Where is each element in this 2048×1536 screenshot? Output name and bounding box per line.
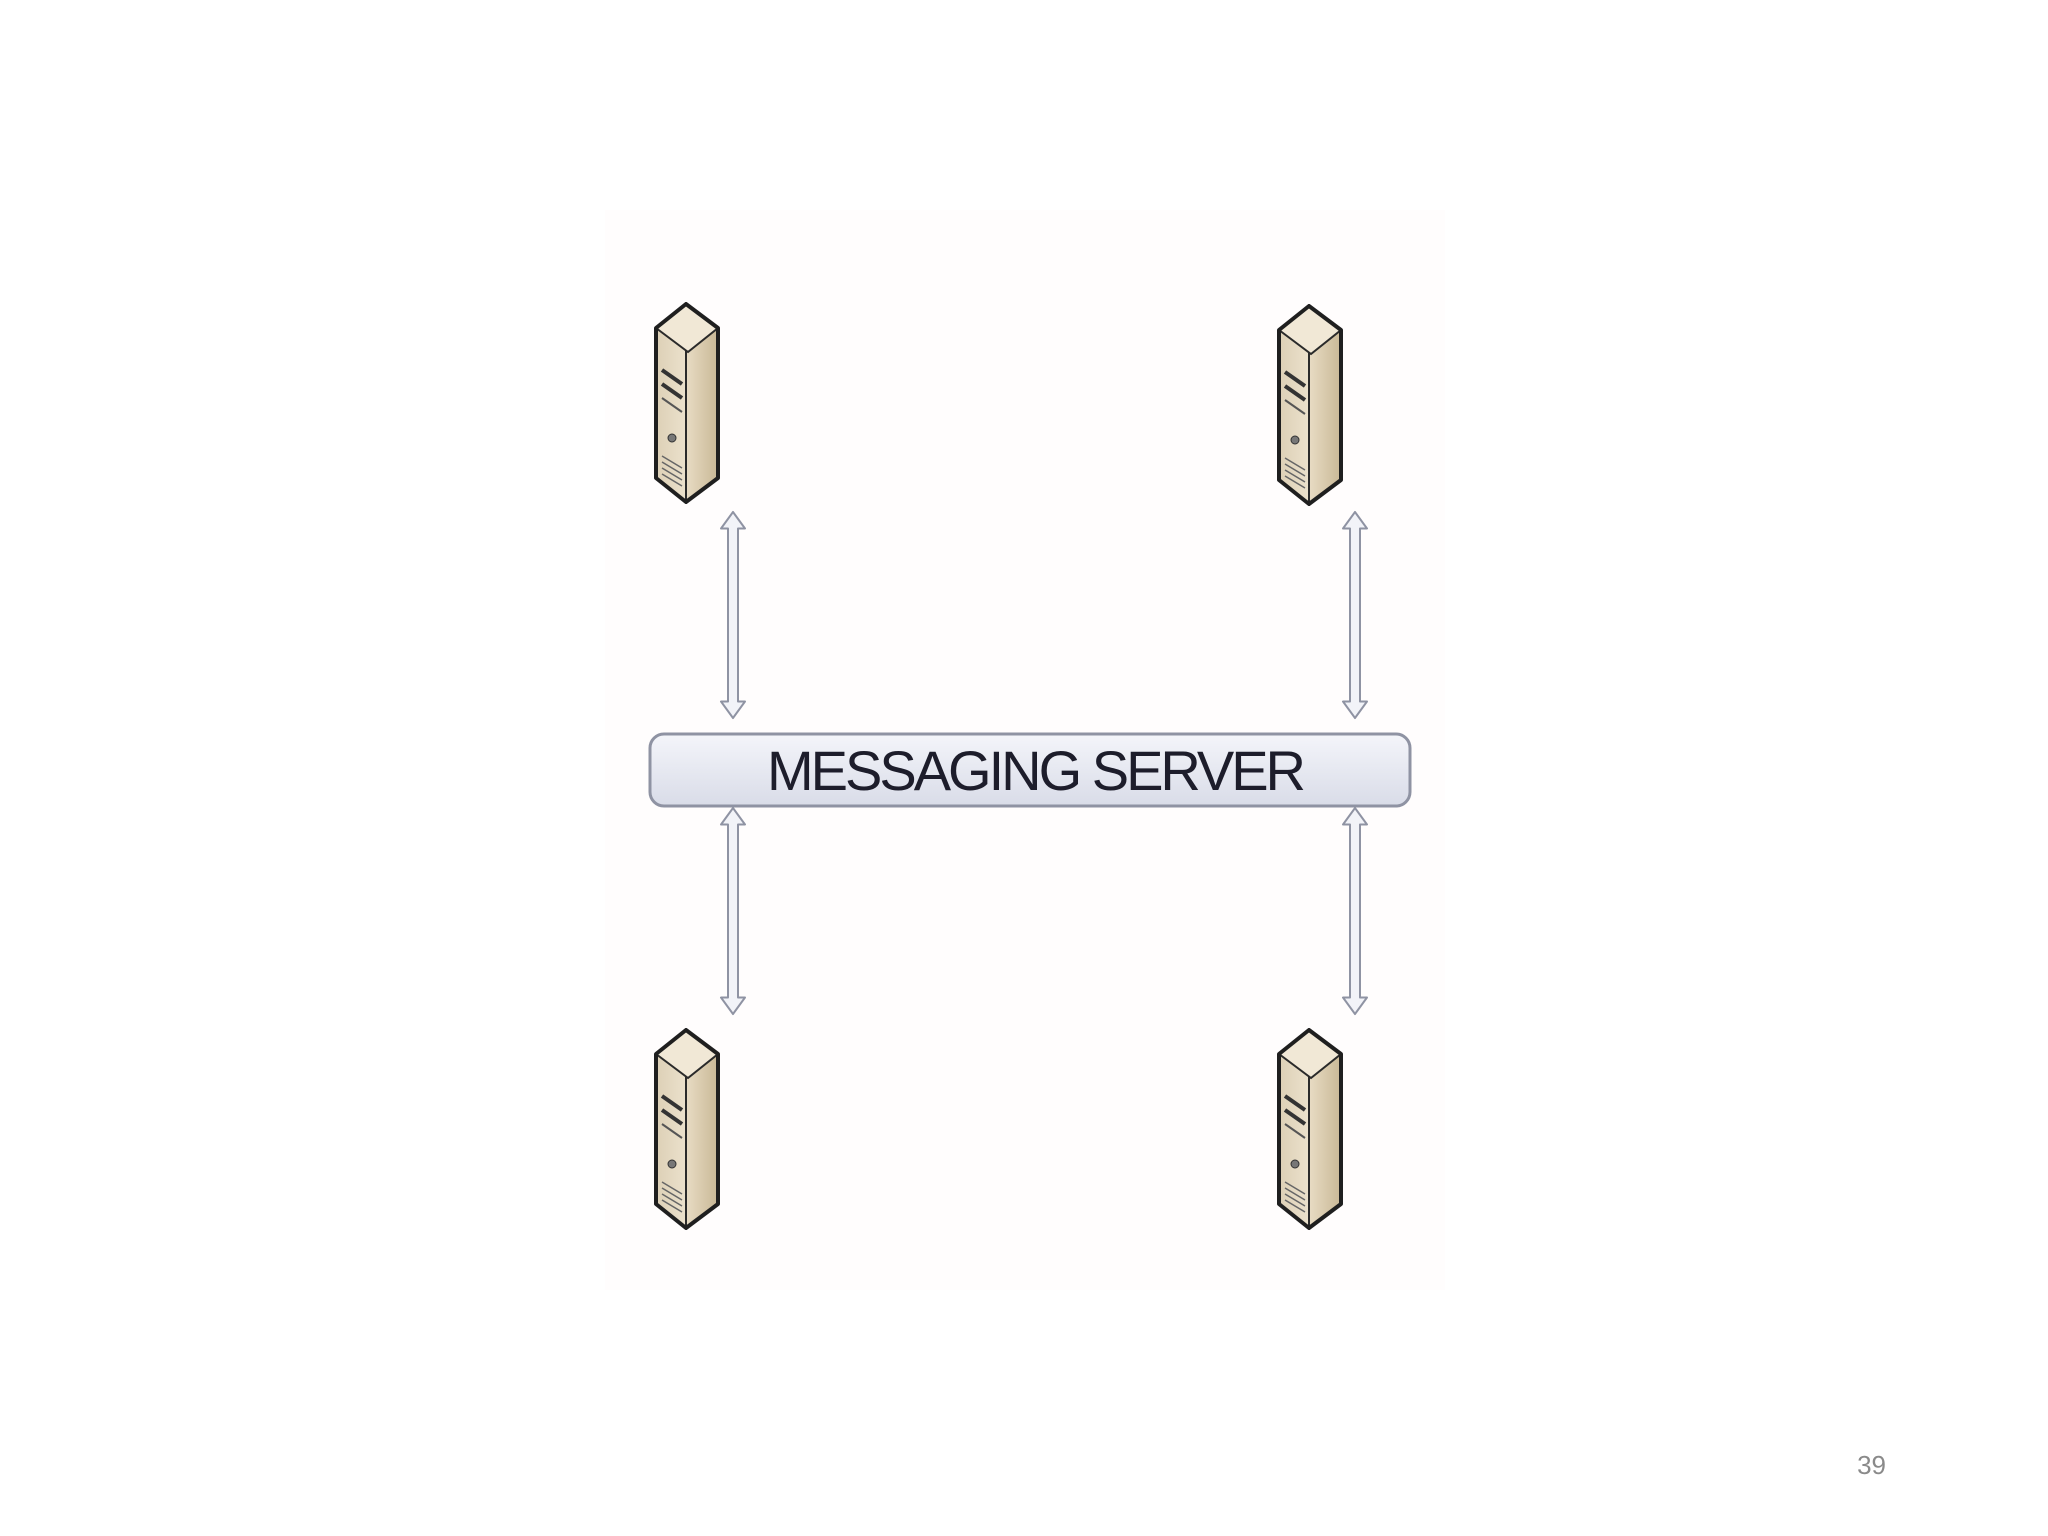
server-tower-icon — [654, 302, 720, 504]
server-tower-icon — [1277, 304, 1343, 506]
double-arrow-icon — [1341, 806, 1369, 1016]
server-top-left — [654, 302, 720, 504]
connection-arrow-bottom-right — [1341, 806, 1369, 1016]
server-tower-icon — [654, 1028, 720, 1230]
connection-arrow-bottom-left — [719, 806, 747, 1016]
server-tower-icon — [1277, 1028, 1343, 1230]
messaging-server-bus: MESSAGING SERVER — [648, 732, 1412, 808]
connection-arrow-top-left — [719, 510, 747, 720]
server-bottom-right — [1277, 1028, 1343, 1230]
server-top-right — [1277, 304, 1343, 506]
double-arrow-icon — [1341, 510, 1369, 720]
double-arrow-icon — [719, 510, 747, 720]
double-arrow-icon — [719, 806, 747, 1016]
page-number: 39 — [1857, 1450, 1886, 1480]
messaging-server-label: MESSAGING SERVER — [767, 739, 1304, 802]
server-bottom-left — [654, 1028, 720, 1230]
connection-arrow-top-right — [1341, 510, 1369, 720]
